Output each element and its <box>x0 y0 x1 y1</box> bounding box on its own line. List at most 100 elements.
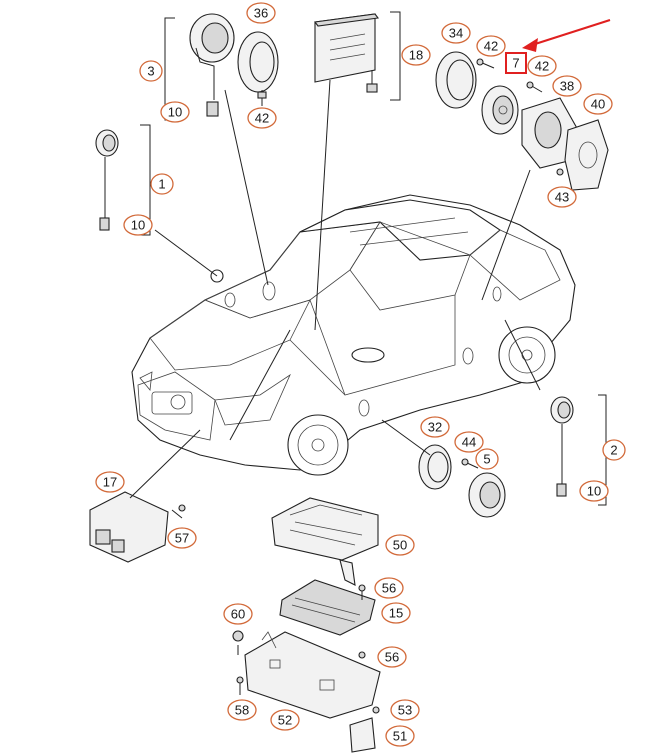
callout-number: 52 <box>278 713 292 728</box>
callout-c10a: 10 <box>160 101 190 123</box>
callout-number: 58 <box>235 703 249 718</box>
callout-oval <box>385 725 415 747</box>
callout-c53: 53 <box>390 699 420 721</box>
callout-number: 15 <box>389 606 403 621</box>
callout-number: 2 <box>610 443 617 458</box>
callout-oval <box>420 416 450 438</box>
speaker-ring-34 <box>435 51 477 109</box>
callout-oval <box>167 527 197 549</box>
callout-number: 43 <box>555 190 569 205</box>
callout-c43: 43 <box>547 186 577 208</box>
callout-oval <box>123 214 153 236</box>
callout-c56b: 56 <box>377 646 407 668</box>
callout-number: 18 <box>409 48 423 63</box>
callout-number: 40 <box>591 97 605 112</box>
amplifier-15 <box>279 579 376 659</box>
callout-number: 38 <box>560 79 574 94</box>
callout-c18: 18 <box>401 44 431 66</box>
callout-c2: 2 <box>602 439 626 461</box>
mounting-plate-52 <box>232 630 381 753</box>
callout-oval <box>160 101 190 123</box>
callout-oval <box>475 448 499 470</box>
cover-50 <box>271 497 379 586</box>
screw-42 <box>476 58 543 93</box>
tweeter-front-left <box>189 13 235 117</box>
callout-number: 50 <box>393 538 407 553</box>
callout-oval <box>476 35 506 57</box>
callout-number: 60 <box>231 607 245 622</box>
callout-c42c: 42 <box>527 55 557 77</box>
callout-number: 42 <box>535 59 549 74</box>
callout-oval <box>95 471 125 493</box>
callout-c7: 7 <box>505 52 527 74</box>
callout-c50: 50 <box>385 534 415 556</box>
callout-oval <box>227 699 257 721</box>
callout-c10c: 10 <box>579 480 609 502</box>
callout-oval <box>270 709 300 731</box>
callout-oval <box>246 2 276 24</box>
car-illustration <box>131 194 576 476</box>
speaker-housing-38 <box>521 97 579 169</box>
callout-number: 36 <box>254 6 268 21</box>
callout-labels: 36 3 10 42 18 34 42 7 42 38 40 43 1 10 2 10 32 44 5 17 57 50 5… <box>95 2 626 747</box>
callout-c36: 36 <box>246 2 276 24</box>
callout-number: 56 <box>385 650 399 665</box>
callout-oval <box>390 699 420 721</box>
callout-number: 10 <box>587 484 601 499</box>
callout-c34: 34 <box>441 22 471 44</box>
callout-c32: 32 <box>420 416 450 438</box>
highlight-arrow <box>522 18 611 52</box>
callout-number: 42 <box>255 111 269 126</box>
leader-lines <box>129 79 541 499</box>
callout-oval <box>441 22 471 44</box>
callout-number: 51 <box>393 729 407 744</box>
radio-unit-18 <box>313 13 380 93</box>
callout-number: 42 <box>484 39 498 54</box>
callout-oval <box>527 55 557 77</box>
callout-oval <box>552 75 582 97</box>
callout-number: 56 <box>382 581 396 596</box>
callout-c5: 5 <box>475 448 499 470</box>
callout-oval <box>547 186 577 208</box>
callout-c60: 60 <box>223 603 253 625</box>
callout-number: 34 <box>449 26 463 41</box>
tweeter-2 <box>550 396 574 497</box>
callout-c17: 17 <box>95 471 125 493</box>
callout-c57: 57 <box>167 527 197 549</box>
callout-c3: 3 <box>139 60 163 82</box>
callout-oval <box>139 60 163 82</box>
tweeter-1 <box>95 129 119 231</box>
callout-c42b: 42 <box>476 35 506 57</box>
callout-c10b: 10 <box>123 214 153 236</box>
callout-oval <box>247 107 277 129</box>
callout-number: 3 <box>147 64 154 79</box>
callout-oval <box>377 646 407 668</box>
callout-oval <box>401 44 431 66</box>
callout-number: 44 <box>462 435 476 450</box>
callout-c52: 52 <box>270 709 300 731</box>
callout-c40: 40 <box>583 93 613 115</box>
callout-c44: 44 <box>454 431 484 453</box>
callout-number: 53 <box>398 703 412 718</box>
callout-c1: 1 <box>150 173 174 195</box>
callout-number: 1 <box>158 177 165 192</box>
bracket-40 <box>556 119 609 191</box>
callout-number: 17 <box>103 475 117 490</box>
callout-c58: 58 <box>227 699 257 721</box>
callout-oval <box>150 173 174 195</box>
callout-number: 7 <box>512 56 519 71</box>
callout-c38: 38 <box>552 75 582 97</box>
callout-c56a: 56 <box>374 577 404 599</box>
callout-number: 57 <box>175 531 189 546</box>
callout-number: 32 <box>428 420 442 435</box>
speaker-7 <box>481 85 519 135</box>
callout-number: 10 <box>131 218 145 233</box>
callout-number: 5 <box>483 452 490 467</box>
callout-oval <box>381 602 411 624</box>
callout-oval <box>223 603 253 625</box>
callout-c42a: 42 <box>247 107 277 129</box>
callout-c15: 15 <box>381 602 411 624</box>
callout-oval <box>602 439 626 461</box>
callout-c51: 51 <box>385 725 415 747</box>
